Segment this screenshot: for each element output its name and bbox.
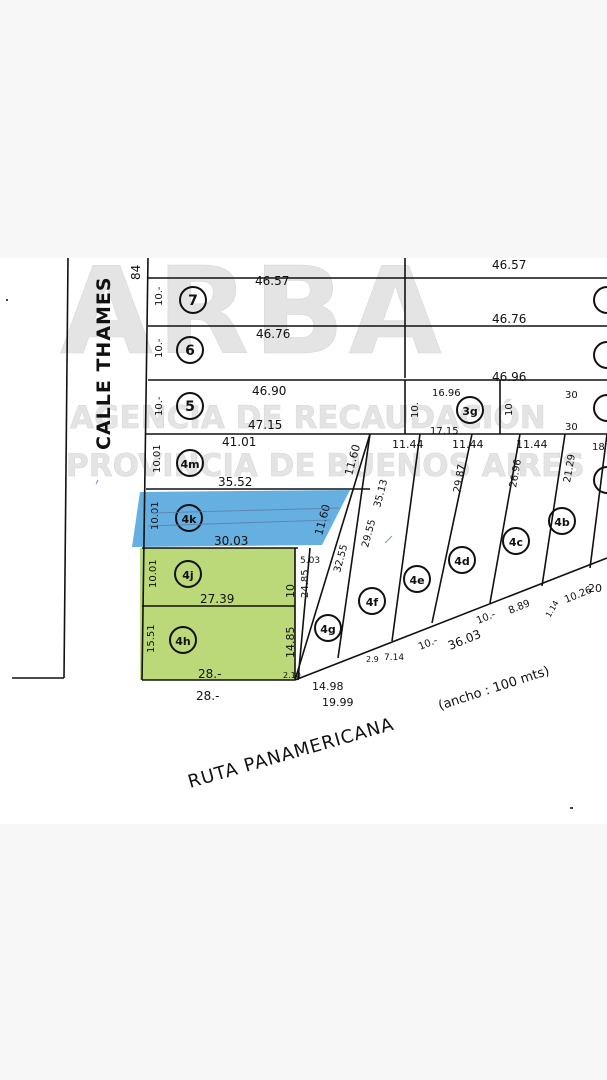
lot-6-label: 6 — [185, 343, 195, 359]
lot-4f-label: 4f — [366, 596, 379, 609]
dim-24-85: 24.85 — [300, 569, 311, 598]
lot-circles — [169, 286, 607, 654]
dim-26-96: 26.96 — [508, 458, 524, 488]
dim-2-10: 2.10 — [283, 671, 301, 680]
cadastral-map[interactable]: ARBA AGENCIA DE RECAUDACIÓN PROVINCIA DE… — [0, 258, 607, 824]
lot-4c-label: 4c — [509, 536, 523, 549]
lot-4h-label: 4h — [175, 635, 191, 648]
dim-29-55: 29.55 — [360, 518, 378, 549]
width-lot-6: 10.- — [154, 338, 165, 358]
dim-46-57: 46.57 — [255, 274, 289, 288]
width-lot-4m: 10.01 — [152, 444, 163, 473]
dim-46-90: 46.90 — [252, 384, 286, 398]
lot-4d-label: 4d — [454, 555, 470, 568]
calle-thames-label: CALLE THAMES — [93, 276, 115, 450]
street-lines — [6, 258, 607, 809]
dim-11-44-a: 11.44 — [392, 438, 424, 451]
dim-30-b: 30 — [565, 422, 578, 433]
dim-28-outer: 28.- — [196, 689, 219, 703]
dim-10-3g-right: 10 — [504, 403, 515, 416]
lot-7-label: 7 — [188, 293, 198, 309]
dim-16-96: 16.96 — [432, 388, 461, 399]
dim-10-right: 10 — [284, 584, 297, 598]
dim-1-14: 1.14 — [544, 599, 561, 619]
watermark-line1: AGENCIA DE RECAUDACIÓN — [70, 399, 546, 436]
dim-18: 18 — [592, 442, 605, 453]
dim-8-89: 8.89 — [507, 598, 532, 617]
dim-27-39: 27.39 — [200, 592, 234, 606]
dim-21-29: 21.29 — [562, 453, 578, 483]
dim-35-52: 35.52 — [218, 475, 252, 489]
dim-11-44-c: 11.44 — [516, 438, 548, 451]
dim-10-bottom-2: 10.- — [475, 609, 498, 627]
lot-3g-label: 3g — [462, 405, 478, 418]
dim-84: 84 — [129, 265, 143, 280]
dim-19-99: 19.99 — [322, 696, 354, 709]
lot-labels: 7 6 5 4m 4k 4j 4h 4g 4f 4e 4d 4c 4b 3g — [175, 293, 570, 648]
dim-17-15: 17.15 — [430, 426, 459, 437]
width-lot-7: 10.- — [154, 286, 165, 306]
dim-14-85: 14.85 — [284, 627, 297, 659]
width-lot-4k: 10.01 — [150, 501, 161, 530]
dim-29-87: 29.87 — [452, 463, 468, 493]
ruta-panamericana-label: RUTA PANAMERICANA — [186, 714, 397, 793]
lot-4j-label: 4j — [182, 569, 193, 582]
dim-30-a: 30 — [565, 390, 578, 401]
dim-46-96-right: 46.96 — [492, 370, 526, 384]
dim-7-14: 7.14 — [384, 653, 404, 663]
dim-36-03: 36.03 — [446, 627, 483, 653]
dim-5-03: 5.03 — [300, 556, 320, 566]
width-lot-5: 10.- — [154, 396, 165, 416]
cadastral-plan-svg: ARBA AGENCIA DE RECAUDACIÓN PROVINCIA DE… — [6, 258, 607, 809]
dim-11-44-b: 11.44 — [452, 438, 484, 451]
ruta-width-note: (ancho : 100 mts) — [437, 664, 552, 714]
dim-14-98: 14.98 — [312, 680, 344, 693]
dim-28-inner: 28.- — [198, 667, 221, 681]
dim-30-03: 30.03 — [214, 534, 248, 548]
dim-10-3g-left: 10. — [410, 402, 421, 418]
lot-4e-label: 4e — [409, 574, 424, 587]
pencil-marks — [95, 479, 393, 544]
dim-41-01: 41.01 — [222, 435, 256, 449]
width-lot-4j: 10.01 — [148, 559, 159, 588]
dim-47-15: 47.15 — [248, 418, 282, 432]
lots-4j-4h-highlight — [140, 548, 295, 680]
width-lot-4h: 15.51 — [146, 624, 157, 653]
lot-4k-label: 4k — [182, 513, 198, 526]
dim-46-76: 46.76 — [256, 327, 290, 341]
watermark-logo: ARBA — [60, 258, 446, 382]
watermark-line2: PROVINCIA DE BUENOS AIRES — [66, 448, 585, 484]
dim-20: 20 — [588, 582, 602, 595]
lot-4g-label: 4g — [320, 623, 336, 636]
dim-46-76-right: 46.76 — [492, 312, 526, 326]
lot-4b-label: 4b — [554, 516, 570, 529]
dim-2-9: 2.9 — [366, 655, 379, 664]
lot-4m-label: 4m — [180, 458, 199, 471]
dim-46-57-right: 46.57 — [492, 258, 526, 272]
dim-10-bottom: 10.- — [417, 635, 440, 653]
lot-5-label: 5 — [185, 399, 195, 415]
